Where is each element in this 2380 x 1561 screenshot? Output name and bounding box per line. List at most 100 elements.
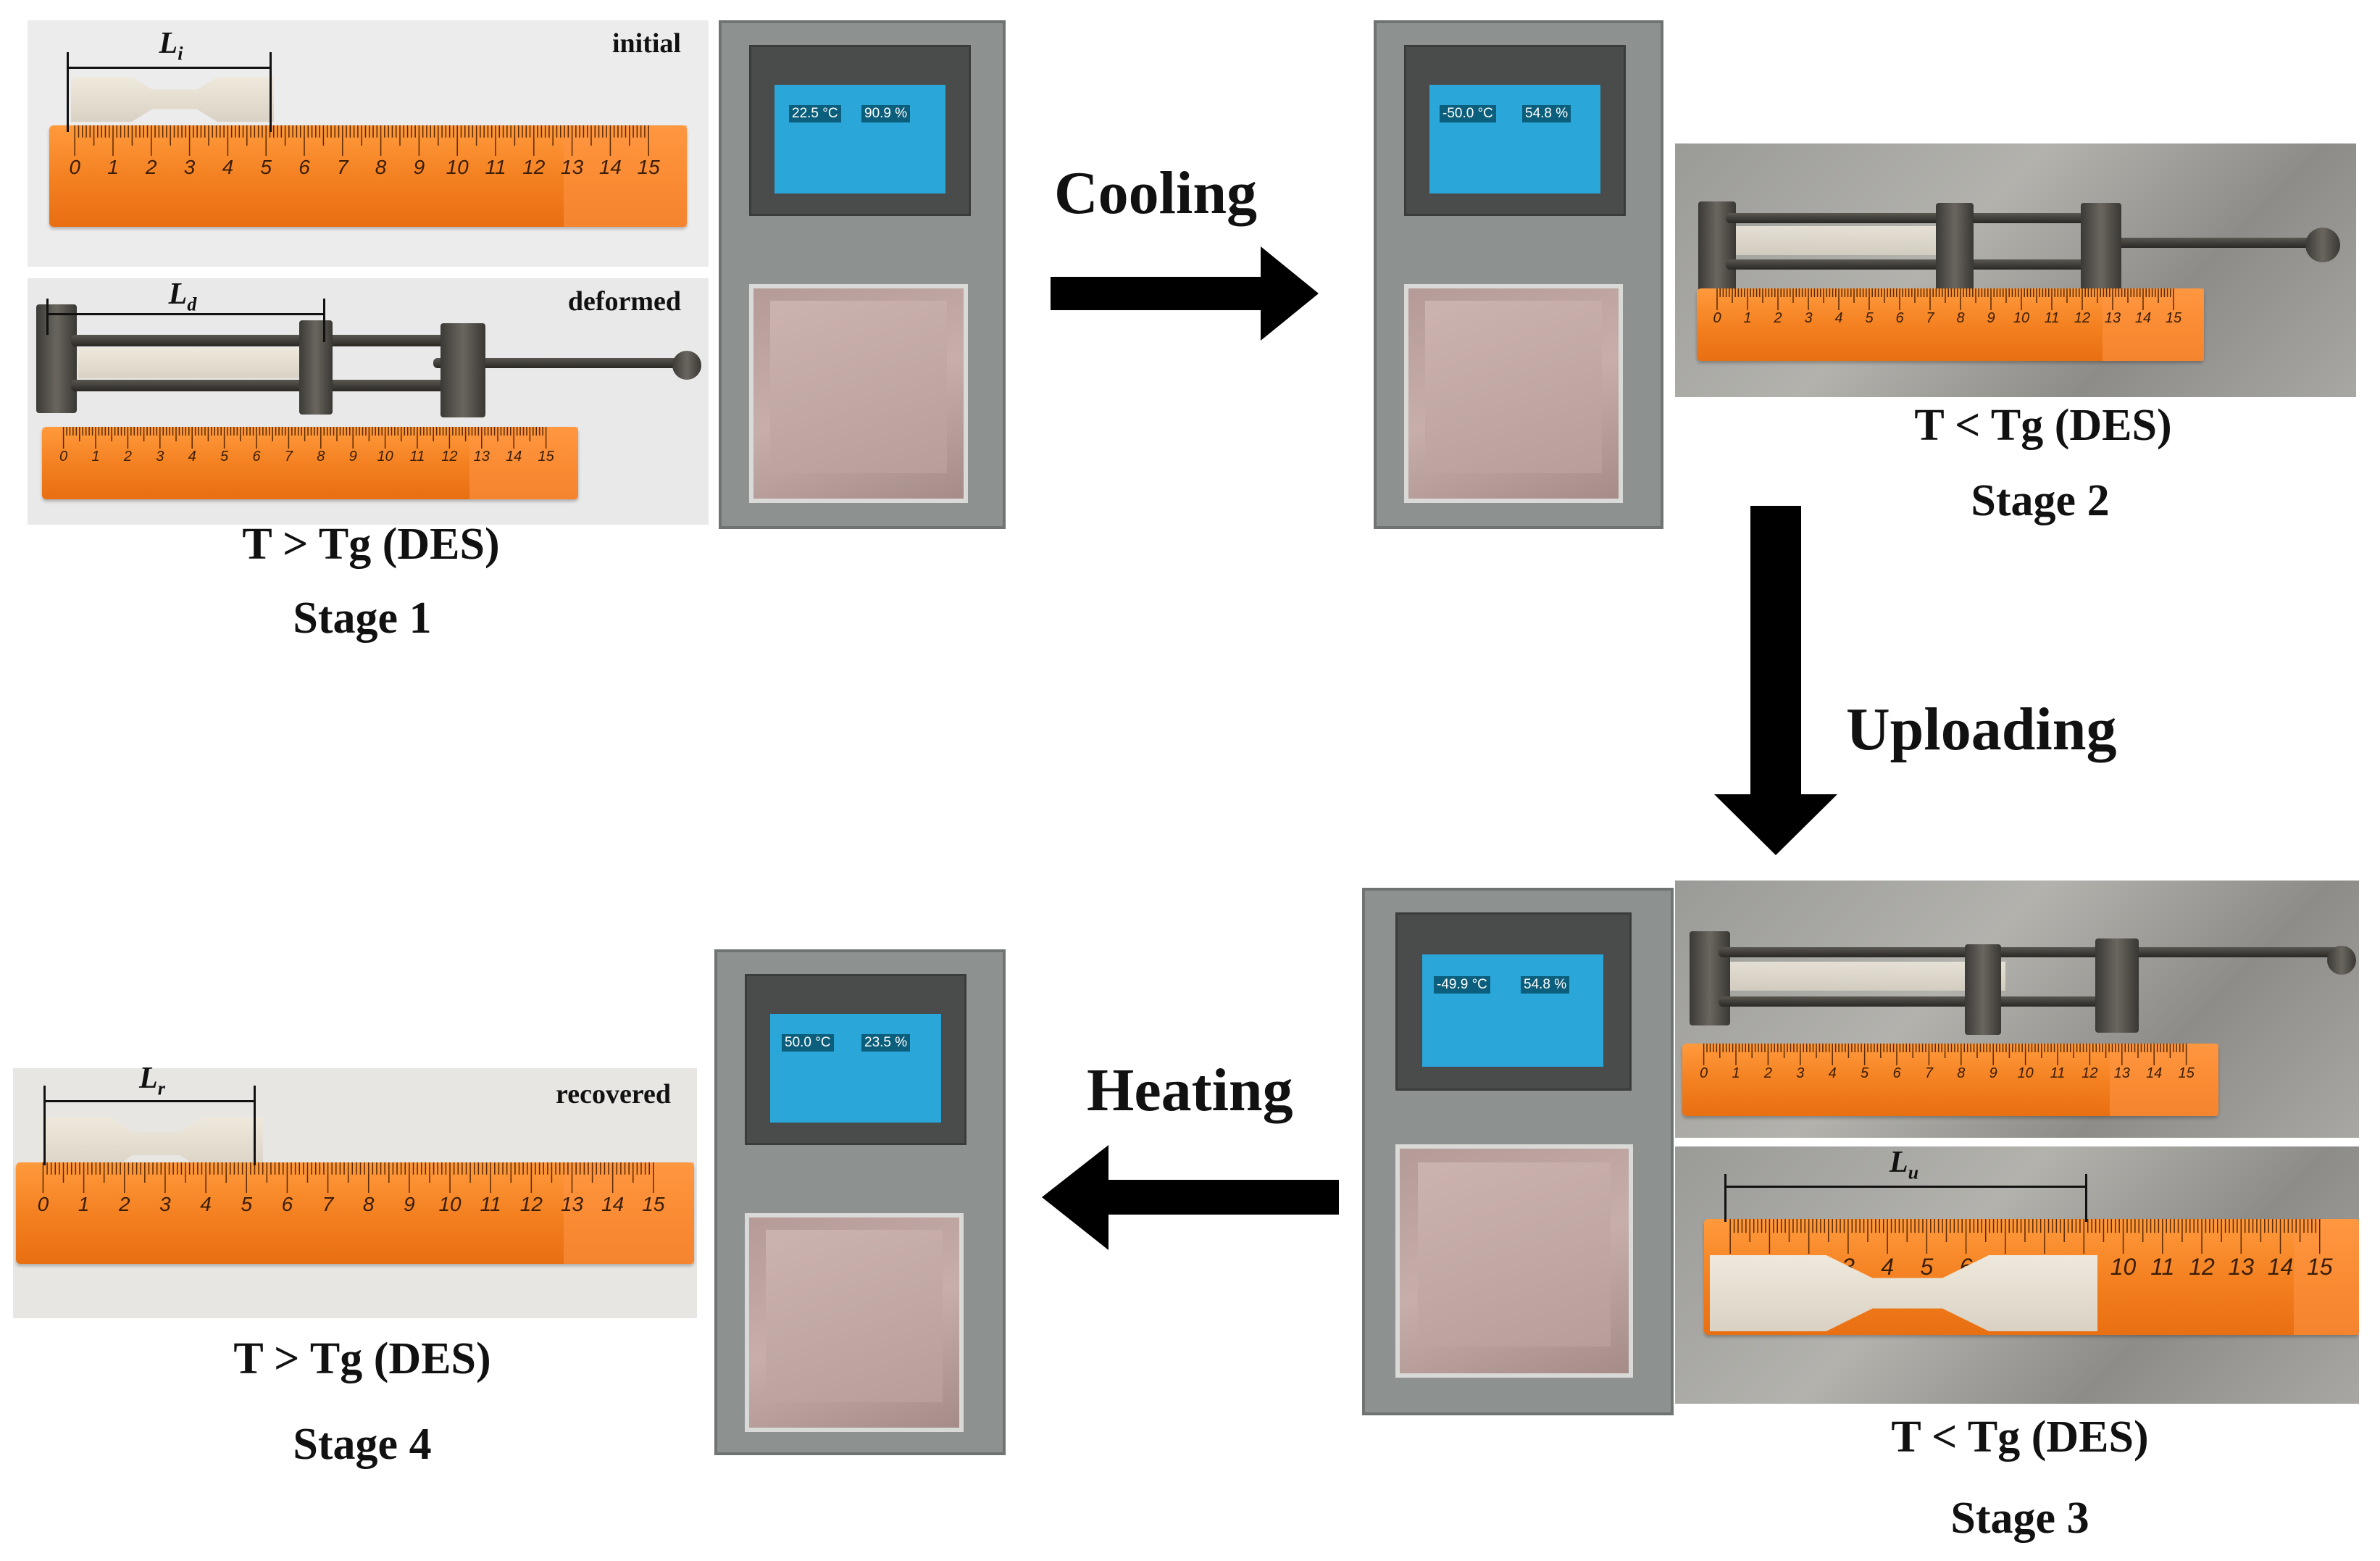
heating-arrow	[1042, 1145, 1339, 1250]
ruler-number: 6	[252, 449, 261, 465]
ruler-number: 8	[1957, 1065, 1966, 1081]
stage3-condition: T < Tg (DES)	[1891, 1412, 2149, 1462]
ruler-number: 2	[123, 449, 132, 465]
ruler-number: 1	[91, 449, 100, 465]
ruler-number: 9	[413, 156, 425, 178]
ruler-number: 5	[260, 156, 272, 178]
ruler-number: 6	[1895, 310, 1904, 326]
humidity-readout: 54.8 %	[1522, 105, 1571, 122]
ruler-number: 8	[362, 1193, 375, 1215]
ruler-number: 3	[1796, 1065, 1805, 1081]
dim-label-initial: Li	[159, 27, 183, 64]
ruler-number: 8	[317, 449, 325, 465]
ruler-number: 4	[1828, 1065, 1837, 1081]
dim-label-deformed: Ld	[168, 278, 197, 315]
ruler-number: 14	[598, 156, 622, 178]
dim-tick-right	[254, 1086, 256, 1165]
dim-tick-left	[67, 52, 69, 132]
specimen-initial	[71, 77, 274, 122]
ruler-number: 15	[637, 156, 660, 178]
ruler-number: 2	[1763, 1065, 1772, 1081]
dim-line-unloaded	[1724, 1186, 2087, 1188]
dim-tick-right	[270, 52, 272, 132]
rod-top	[1726, 213, 2117, 223]
ruler-ticks	[1703, 1044, 2187, 1065]
ruler-number: 2	[146, 156, 157, 178]
touch-screen: -50.0 °C 54.8 %	[1429, 85, 1600, 193]
stage2-title: Stage 2	[1971, 476, 2110, 525]
ruler-number: 2	[1774, 310, 1782, 326]
climate-chamber: 22.5 °C 90.9 %	[719, 20, 1006, 529]
ruler-number: 5	[220, 449, 229, 465]
ruler-number: 7	[284, 449, 293, 465]
dim-tick-left	[1724, 1174, 1726, 1222]
ruler-number: 5	[241, 1193, 253, 1215]
ruler-number: 15	[2306, 1254, 2333, 1280]
ruler-number: 0	[1713, 310, 1721, 326]
ruler-number: 12	[2074, 310, 2091, 326]
initial-label: initial	[611, 28, 681, 59]
control-panel: 22.5 °C 90.9 %	[749, 45, 971, 216]
chamber-window	[745, 1213, 964, 1432]
ruler-number: 0	[1700, 1065, 1708, 1081]
ruler-number: 12	[2082, 1065, 2098, 1081]
uploading-label: Uploading	[1846, 696, 2117, 763]
ruler-number: 9	[1989, 1065, 1997, 1081]
climate-chamber: -49.9 °C 54.8 %	[1362, 888, 1674, 1415]
dim-tick-left	[46, 299, 49, 335]
chamber-window	[749, 284, 968, 503]
stage4-condition: T > Tg (DES)	[233, 1334, 491, 1383]
ruler-ticks	[42, 1162, 654, 1193]
temperature-readout: -50.0 °C	[1440, 105, 1496, 122]
ruler-number: 12	[522, 156, 546, 178]
ruler-number: 6	[1892, 1065, 1901, 1081]
specimen-deformed	[78, 348, 328, 378]
ruler-number: 4	[1834, 310, 1843, 326]
clamp-middle	[299, 320, 333, 415]
ruler-number: 11	[2050, 1065, 2066, 1081]
dim-line-recovered	[43, 1100, 256, 1102]
dim-tick-right	[323, 299, 325, 342]
cooling-arrow	[1051, 246, 1319, 341]
ruler-number: 13	[2228, 1254, 2255, 1280]
ruler-ticks	[74, 125, 649, 156]
recovered-label: recovered	[556, 1079, 671, 1110]
ruler-number: 7	[1926, 310, 1934, 326]
temperature-readout: 50.0 °C	[782, 1034, 834, 1052]
humidity-readout: 23.5 %	[861, 1034, 911, 1052]
stage4-title: Stage 4	[293, 1420, 432, 1469]
rod-long	[2081, 238, 2320, 248]
dim-tick-right	[2085, 1174, 2087, 1222]
ruler-number: 5	[1861, 1065, 1869, 1081]
ruler-number: 4	[222, 156, 234, 178]
ruler-number: 3	[183, 156, 196, 178]
control-panel: -50.0 °C 54.8 %	[1404, 45, 1626, 216]
specimen-unloaded	[1730, 962, 2005, 991]
control-panel: 50.0 °C 23.5 %	[745, 974, 966, 1145]
ruler-number: 11	[480, 1193, 501, 1215]
ruler-number: 15	[538, 449, 554, 465]
temperature-readout: 22.5 °C	[789, 105, 841, 122]
ruler-number: 12	[519, 1193, 543, 1215]
ruler-number: 11	[409, 449, 425, 465]
ruler-number: 5	[1920, 1254, 1934, 1280]
ruler-ticks	[1729, 1219, 2321, 1254]
ruler-number: 7	[1924, 1065, 1933, 1081]
ruler-number: 14	[2146, 1065, 2163, 1081]
ruler-ticks	[62, 427, 547, 449]
climate-chamber: -50.0 °C 54.8 %	[1374, 20, 1663, 529]
clamp-left	[1690, 931, 1730, 1025]
ruler-number: 14	[2267, 1254, 2294, 1280]
ruler-number: 2	[118, 1193, 130, 1215]
stage1-title: Stage 1	[293, 594, 432, 643]
ruler-number: 11	[2150, 1254, 2175, 1280]
humidity-readout: 54.8 %	[1521, 976, 1570, 994]
control-panel: -49.9 °C 54.8 %	[1395, 912, 1632, 1091]
uploading-arrow	[1714, 506, 1837, 855]
